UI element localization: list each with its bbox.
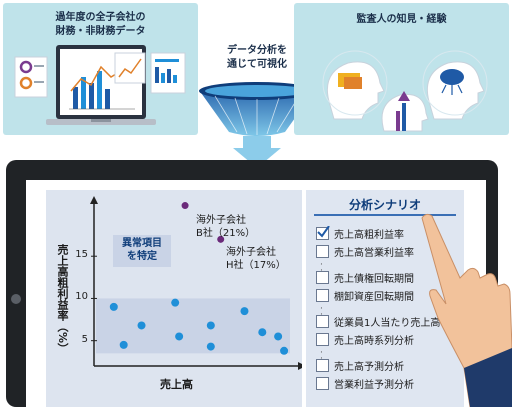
head-profile-icon: [326, 61, 385, 120]
financial-data-title: 過年度の全子会社の 財務・非財務データ: [55, 12, 146, 37]
checkbox[interactable]: [316, 245, 329, 258]
outlier-point: [217, 235, 225, 243]
scenario-separator-dots: ··: [320, 348, 323, 364]
x-axis-label: 売上高: [160, 378, 193, 391]
scenario-item[interactable]: 売上債権回転期間: [316, 270, 414, 284]
y-axis-arrow: [90, 196, 98, 204]
scenario-item-label: 営業利益予測分析: [334, 380, 414, 390]
data-funnel-graphic: [199, 82, 315, 168]
checkbox[interactable]: [316, 315, 329, 328]
data-point: [280, 346, 289, 355]
y-axis-label: 売上高粗利益率（%）: [56, 244, 69, 355]
tablet-home-button[interactable]: [11, 294, 21, 304]
subsidiary-h-annotation: 海外子会社 H社（17%）: [226, 247, 286, 271]
bar-chart-icon: [69, 65, 135, 110]
scenario-item-label: 売上債権回転期間: [334, 274, 414, 284]
auditor-knowledge-panel: 監査人の知見・経験: [294, 3, 509, 135]
data-point: [137, 321, 146, 330]
checkbox[interactable]: [316, 289, 329, 302]
scenario-item-label: 売上高粗利益率: [334, 230, 404, 240]
scenario-item[interactable]: 売上高時系列分析: [316, 332, 414, 346]
brain-network-icon: [426, 61, 485, 120]
y-tick-label: 10: [75, 291, 88, 303]
laptop-dashboard-illustration: [14, 45, 186, 125]
scenario-panel-title: 分析シナリオ: [348, 198, 421, 212]
visualization-label: データ分析を 通じて可視化: [227, 45, 287, 70]
scenario-title-underline: [314, 214, 456, 216]
data-point: [240, 307, 249, 316]
scenario-item-label: 売上高予測分析: [334, 362, 404, 372]
data-point: [175, 332, 184, 341]
data-point: [206, 321, 215, 330]
growth-arrow-icon: [381, 91, 429, 132]
scenario-item-label: 売上高時系列分析: [334, 336, 414, 346]
analysis-scenario-panel: 分析シナリオ 売上高粗利益率売上高営業利益率売上債権回転期間棚卸資産回転期間従業…: [306, 190, 464, 407]
x-axis-arrow: [298, 362, 302, 370]
scenario-item[interactable]: 売上高営業利益率: [316, 244, 414, 258]
checkbox-checked[interactable]: [316, 226, 330, 240]
abnormal-item-callout: 異常項目 を特定: [113, 235, 171, 267]
scenario-item-label: 棚卸資産回転期間: [334, 292, 414, 302]
scenario-separator-dots: ··: [320, 260, 323, 276]
scenario-item[interactable]: 売上高予測分析: [316, 358, 404, 372]
scenario-item-label: 売上高営業利益率: [334, 248, 414, 258]
scenario-item[interactable]: 営業利益予測分析: [316, 376, 414, 390]
data-point: [258, 328, 267, 337]
line-chart-card-icon: [114, 52, 186, 94]
y-tick-label: 15: [75, 249, 88, 261]
data-point: [109, 302, 118, 311]
normal-range-band: [96, 298, 290, 354]
data-point: [274, 332, 283, 341]
data-point: [119, 340, 128, 349]
auditor-heads-illustration: [322, 50, 488, 132]
data-point: [171, 298, 180, 307]
financial-data-panel: 過年度の全子会社の 財務・非財務データ: [3, 3, 198, 135]
outlier-point: [181, 202, 189, 210]
pie-chart-card-icon: [14, 56, 48, 98]
scenario-item[interactable]: 売上高粗利益率: [316, 226, 404, 240]
auditor-knowledge-title: 監査人の知見・経験: [356, 14, 447, 25]
scenario-item[interactable]: 従業員1人当たり売上高: [316, 314, 440, 328]
scenario-item[interactable]: 棚卸資産回転期間: [316, 288, 414, 302]
y-tick-label: 5: [81, 333, 88, 345]
checkbox[interactable]: [316, 333, 329, 346]
scenario-item-label: 従業員1人当たり売上高: [334, 318, 441, 328]
subsidiary-b-annotation: 海外子会社 B社（21%）: [196, 215, 256, 239]
pointing-hand-icon: [421, 213, 512, 407]
checkbox[interactable]: [316, 377, 329, 390]
data-point: [206, 342, 215, 351]
scatter-chart: [90, 196, 302, 370]
scenario-separator-dots: ··: [320, 304, 323, 320]
checkbox[interactable]: [316, 359, 329, 372]
checkbox[interactable]: [316, 271, 329, 284]
